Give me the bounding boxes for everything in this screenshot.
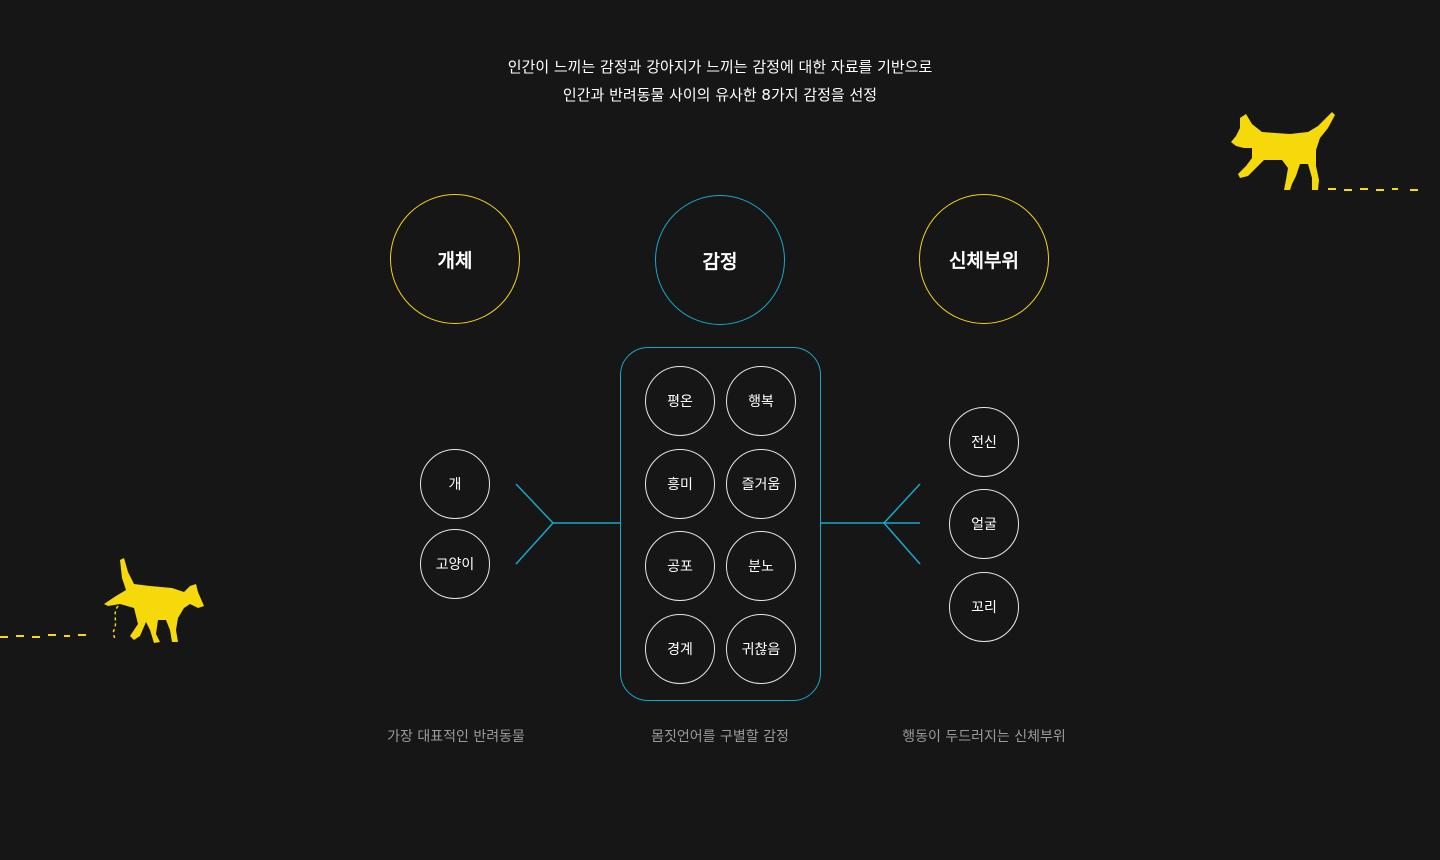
- emotion-item: 공포: [645, 531, 715, 601]
- emotion-item-label: 흥미: [667, 477, 693, 493]
- caption-individual: 가장 대표적인 반려동물: [387, 729, 525, 745]
- category-body-part-circle: 신체부위: [919, 194, 1049, 324]
- body-part-item: 전신: [949, 407, 1019, 477]
- body-part-item-label: 꼬리: [971, 600, 997, 616]
- body-part-item-label: 전신: [971, 435, 997, 451]
- emotion-item: 평온: [645, 366, 715, 436]
- body-part-item: 꼬리: [949, 572, 1019, 642]
- emotion-group-box: [620, 347, 821, 701]
- individual-item-label: 고양이: [435, 557, 475, 573]
- emotion-item: 즐거움: [726, 449, 796, 519]
- emotion-item: 흥미: [645, 449, 715, 519]
- body-part-item: 얼굴: [949, 489, 1019, 559]
- intro-line-2: 인간과 반려동물 사이의 유사한 8가지 감정을 선정: [562, 86, 878, 104]
- emotion-item-label: 귀찮음: [741, 642, 781, 658]
- emotion-item: 분노: [726, 531, 796, 601]
- emotion-item-label: 평온: [667, 394, 693, 410]
- emotion-item: 행복: [726, 366, 796, 436]
- individual-item-label: 개: [448, 477, 462, 493]
- individual-item-dog: 개: [420, 449, 490, 519]
- individual-item-cat: 고양이: [420, 529, 490, 599]
- emotion-item-label: 분노: [748, 559, 774, 575]
- category-emotion-circle: 감정: [655, 195, 785, 325]
- body-part-item-label: 얼굴: [971, 517, 997, 533]
- caption-body-part: 행동이 두드러지는 신체부위: [902, 729, 1066, 745]
- emotion-item-label: 행복: [748, 394, 774, 410]
- category-emotion-label: 감정: [702, 250, 738, 273]
- category-body-part-label: 신체부위: [949, 249, 1019, 272]
- emotion-item-label: 공포: [667, 559, 693, 575]
- emotion-item: 귀찮음: [726, 614, 796, 684]
- emotion-item-label: 즐거움: [741, 477, 781, 493]
- category-individual-label: 개체: [437, 249, 473, 272]
- category-individual-circle: 개체: [390, 194, 520, 324]
- caption-emotion: 몸짓언어를 구별할 감정: [651, 729, 789, 745]
- emotion-item-label: 경계: [667, 642, 693, 658]
- intro-line-1: 인간이 느끼는 감정과 강아지가 느끼는 감정에 대한 자료를 기반으로: [507, 58, 933, 76]
- emotion-item: 경계: [645, 614, 715, 684]
